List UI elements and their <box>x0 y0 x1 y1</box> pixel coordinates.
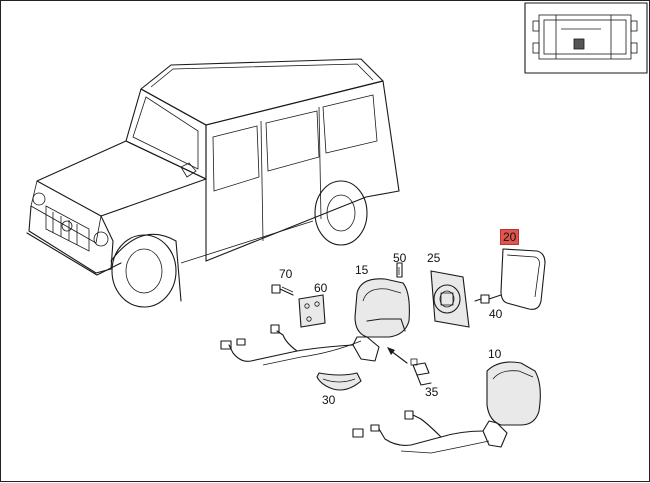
part-20-mirror-glass <box>500 248 546 310</box>
part-60-plate <box>298 294 326 328</box>
part-15-mirror-left <box>220 278 410 366</box>
callout-25: 25 <box>427 251 441 265</box>
locator-inset <box>524 2 648 74</box>
callout-35: 35 <box>425 385 439 399</box>
part-50-screw <box>396 262 403 278</box>
part-35-connector <box>387 347 432 386</box>
vehicle-illustration <box>26 58 400 308</box>
callout-15: 15 <box>355 263 369 277</box>
part-70-bolt <box>271 284 294 296</box>
callout-20[interactable]: 20 <box>500 229 520 245</box>
part-30-gasket <box>316 372 362 391</box>
callout-50: 50 <box>393 251 407 265</box>
callout-40: 40 <box>489 307 503 321</box>
callout-60: 60 <box>314 281 328 295</box>
part-25-mirror-adjuster <box>430 270 470 328</box>
callout-10: 10 <box>488 347 502 361</box>
part-40-bolt <box>474 294 502 304</box>
callout-70: 70 <box>279 267 293 281</box>
part-10-mirror-right <box>352 361 541 454</box>
callout-30: 30 <box>322 393 336 407</box>
